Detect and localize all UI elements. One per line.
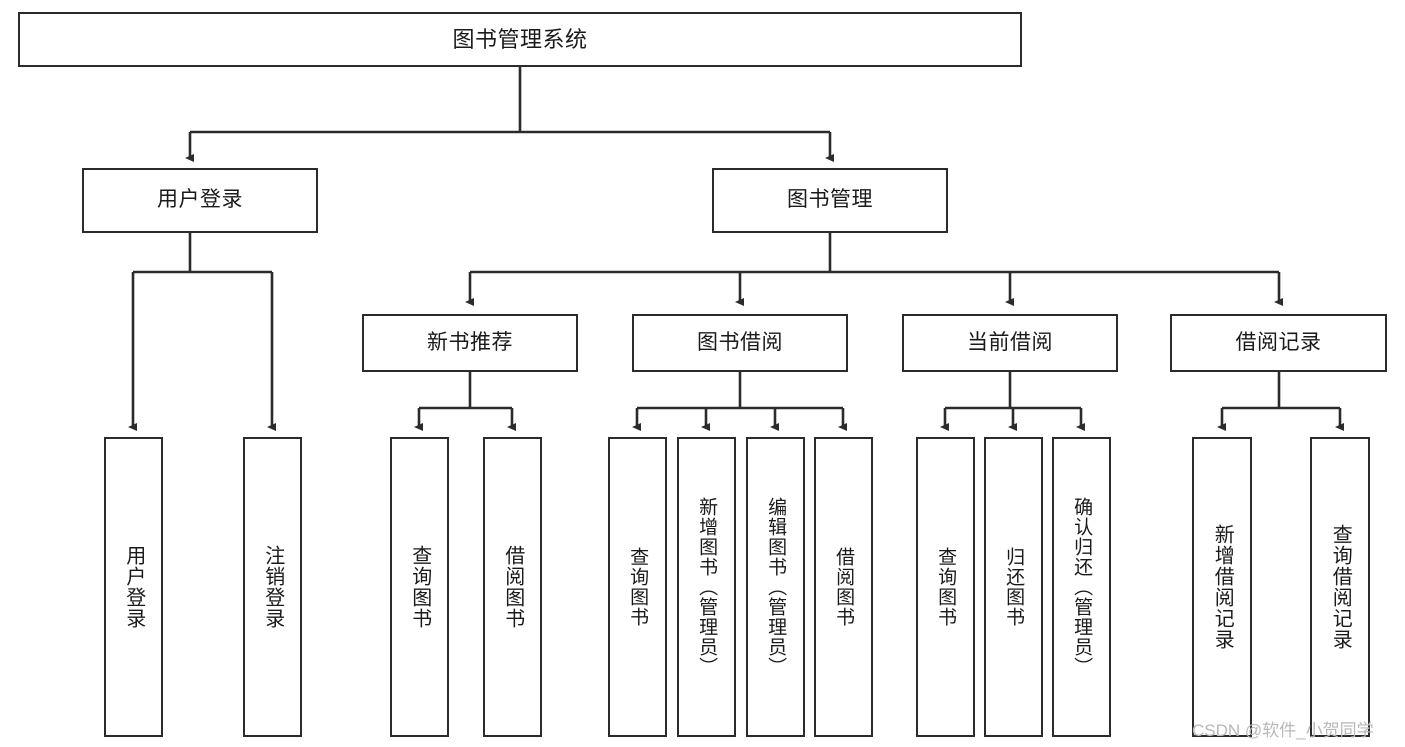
node-label: 归还图书 [1003, 547, 1025, 627]
node-label: 图书管理 [787, 188, 873, 212]
node-label: 图书管理系统 [452, 26, 588, 52]
leaf-user-login-login[interactable]: 用户登录 [104, 437, 163, 737]
node-book-management[interactable]: 图书管理 [712, 168, 948, 233]
leaf-recommend-query-book[interactable]: 查询图书 [390, 437, 449, 737]
node-label: 当前借阅 [967, 330, 1053, 354]
node-label: 查询图书 [935, 547, 957, 627]
leaf-record-query-record[interactable]: 查询借阅记录 [1310, 437, 1370, 737]
leaf-borrow-add-book-admin[interactable]: 新增图书（管理员） [677, 437, 736, 737]
node-label: 借阅图书 [833, 547, 855, 627]
node-borrow-record[interactable]: 借阅记录 [1170, 314, 1387, 372]
node-book-borrow[interactable]: 图书借阅 [632, 314, 848, 372]
leaf-current-return-book[interactable]: 归还图书 [984, 437, 1043, 737]
node-label: 新书推荐 [427, 330, 513, 354]
node-current-borrow[interactable]: 当前借阅 [902, 314, 1118, 372]
node-label: 用户登录 [157, 188, 243, 212]
leaf-current-query-book[interactable]: 查询图书 [916, 437, 975, 737]
leaf-user-login-logout[interactable]: 注销登录 [243, 437, 302, 737]
node-user-login[interactable]: 用户登录 [82, 168, 318, 233]
leaf-borrow-borrow-book[interactable]: 借阅图书 [814, 437, 873, 737]
node-label: 借阅图书 [501, 545, 524, 629]
node-label: 注销登录 [261, 545, 284, 629]
node-label: 新增借阅记录 [1211, 524, 1234, 650]
leaf-record-add-record[interactable]: 新增借阅记录 [1192, 437, 1252, 737]
node-label: 借阅记录 [1235, 330, 1322, 354]
node-label: 查询图书 [408, 545, 431, 629]
node-label: 编辑图书（管理员） [765, 497, 787, 677]
node-label: 查询图书 [627, 547, 649, 627]
node-label: 查询借阅记录 [1329, 524, 1352, 650]
leaf-borrow-edit-book-admin[interactable]: 编辑图书（管理员） [746, 437, 805, 737]
leaf-current-confirm-return-admin[interactable]: 确认归还（管理员） [1052, 437, 1111, 737]
node-label: 确认归还（管理员） [1071, 497, 1093, 677]
node-label: 用户登录 [122, 545, 145, 629]
leaf-borrow-query-book[interactable]: 查询图书 [608, 437, 667, 737]
node-root-system[interactable]: 图书管理系统 [18, 12, 1022, 67]
node-label: 图书借阅 [697, 330, 783, 354]
watermark-text: CSDN @软件_小贺同学 [1192, 721, 1374, 740]
leaf-recommend-borrow-book[interactable]: 借阅图书 [483, 437, 542, 737]
node-label: 新增图书（管理员） [696, 497, 718, 677]
node-new-book-recommend[interactable]: 新书推荐 [362, 314, 578, 372]
